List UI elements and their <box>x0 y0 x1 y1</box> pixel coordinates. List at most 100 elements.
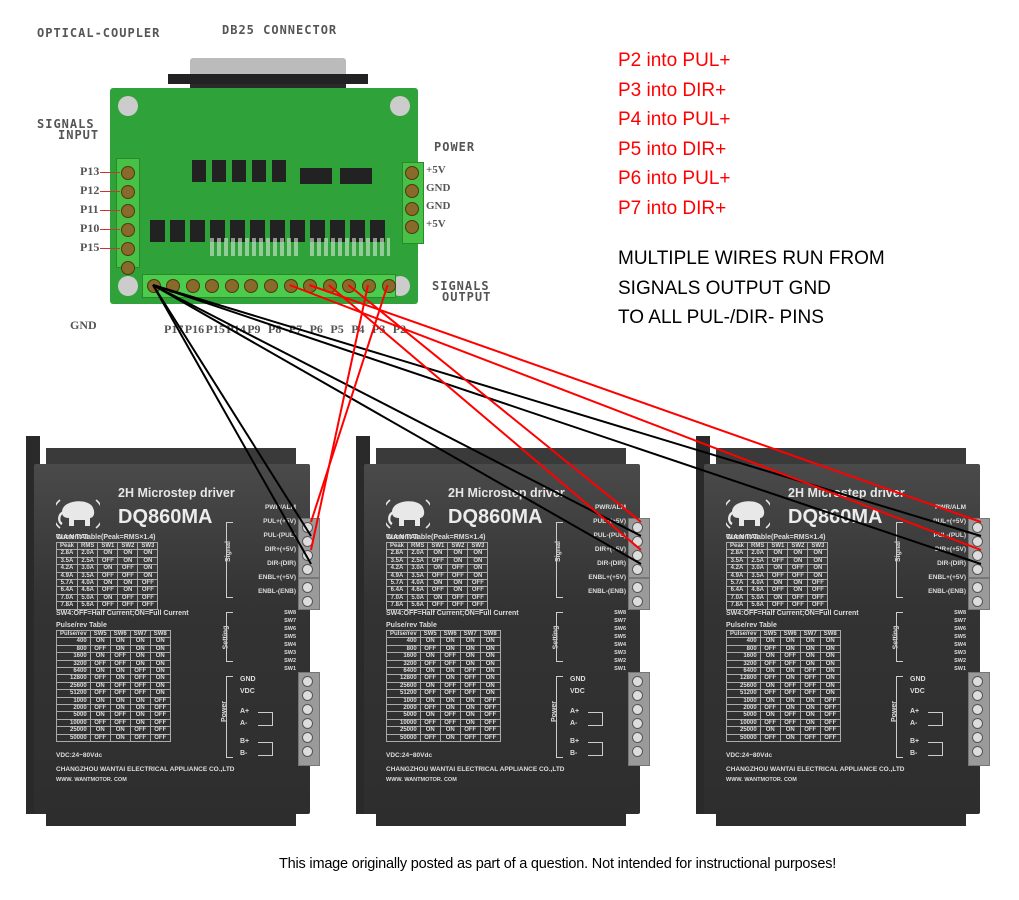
input-pin-label: P13 <box>80 164 100 178</box>
table-cell: OFF <box>479 718 501 728</box>
table-cell: 4.6A <box>747 586 769 595</box>
table-cell: ON <box>137 564 159 573</box>
power-terminal-label: B- <box>910 750 918 757</box>
table-cell: OFF <box>149 726 171 735</box>
power-terminal-label: A+ <box>570 708 580 715</box>
switch-label: SW6 <box>284 626 296 632</box>
company-label: CHANGZHOU WANTAI ELECTRICAL APPLIANCE CO… <box>726 766 905 773</box>
signals-input-label-1: SIGNALS <box>37 117 95 131</box>
ground-wire <box>152 284 312 537</box>
table-cell: ON <box>819 689 841 698</box>
terminal-screw <box>302 676 313 687</box>
power-terminal-label: B+ <box>910 738 920 745</box>
table-cell: 3.5A <box>407 571 429 581</box>
table-cell: OFF <box>819 704 841 713</box>
switch-label: SW2 <box>614 658 626 664</box>
terminal-screw <box>632 690 643 701</box>
table-cell: ON <box>479 667 501 676</box>
table-cell: 3.0A <box>407 564 429 573</box>
table-cell: ON <box>137 556 159 566</box>
terminal-screw <box>302 746 313 757</box>
pwr-alm-label: PWR/ALM <box>594 504 626 511</box>
table-cell: OFF <box>807 601 829 610</box>
terminal-screw <box>302 718 313 729</box>
pulse-table-title: Pulse/rev Table <box>56 622 107 629</box>
power-pin-label: GND <box>426 182 451 194</box>
switch-label: SW5 <box>614 634 626 640</box>
terminal-screw <box>302 732 313 743</box>
signal-terminal-label: ENBL+(+5V) <box>928 574 966 581</box>
input-pin-label: P12 <box>80 183 100 197</box>
signal-terminal-label: PUL+(+5V) <box>593 518 626 525</box>
switch-label: SW2 <box>954 658 966 664</box>
table-cell: 5.6A <box>77 601 99 610</box>
table-cell: 2.5A <box>747 556 769 566</box>
switch-label: SW7 <box>284 618 296 624</box>
table-cell: ON <box>819 637 841 646</box>
power-label: POWER <box>434 140 476 154</box>
power-pin-screw <box>405 166 419 180</box>
table-cell: ON <box>479 681 501 691</box>
switch-label: SW1 <box>954 666 966 672</box>
stepper-driver-1: WANTAI 2H Microstep driver DQ860MA Curre… <box>26 436 326 826</box>
input-pin-screw <box>121 223 135 237</box>
table-cell: OFF <box>137 601 159 610</box>
table-cell: ON <box>149 674 171 683</box>
ground-wire <box>152 284 312 565</box>
table-cell: ON <box>479 637 501 646</box>
note-line: P7 into DIR+ <box>618 197 727 219</box>
output-pin-screw <box>264 279 278 293</box>
power-terminal-label: A- <box>570 720 578 727</box>
terminal-screw <box>302 522 313 533</box>
input-pin-label: P15 <box>80 240 100 254</box>
wiring-notes: P2 into PUL+ P3 into DIR+ P4 into PUL+ P… <box>618 46 885 333</box>
signals-input-label-2: INPUT <box>58 128 100 142</box>
output-pin-screw <box>185 279 200 293</box>
signal-terminal-label: DIR+(+5V) <box>934 546 966 553</box>
table-cell: OFF <box>137 579 159 588</box>
power-terminal-label: GND <box>240 676 256 683</box>
driver-title: 2H Microstep driver <box>788 486 905 500</box>
vdc-label: VDC:24~80Vdc <box>726 752 773 759</box>
switch-label: SW2 <box>284 658 296 664</box>
table-cell: OFF <box>819 696 841 706</box>
table-cell: ON <box>467 549 489 558</box>
power-pin-label: +5V <box>426 164 446 176</box>
signal-terminal-label: DIR-(DIR) <box>267 560 296 567</box>
table-cell: OFF <box>479 726 501 735</box>
power-pin-screw <box>405 220 419 234</box>
ground-wire <box>152 284 642 565</box>
switch-label: SW7 <box>954 618 966 624</box>
table-cell: ON <box>819 667 841 676</box>
power-terminal-label: VDC <box>240 688 255 695</box>
driver-model: DQ860MA <box>118 506 213 528</box>
power-terminal-label: B+ <box>570 738 580 745</box>
terminal-screw <box>302 704 313 715</box>
vdc-label: VDC:24~80Vdc <box>56 752 103 759</box>
